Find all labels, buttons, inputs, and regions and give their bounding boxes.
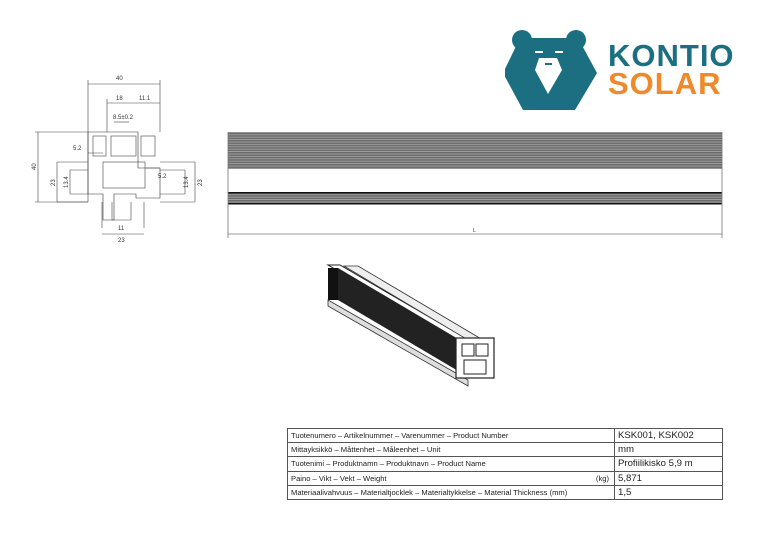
row-label: Mittayksikkö – Måttenhet – Måleenhet – U… — [287, 442, 615, 458]
dim-width-top: 40 — [116, 76, 123, 82]
row-label: Tuotenimi – Produktnamn – Produktnavn – … — [287, 456, 615, 472]
row-value: Profiilikisko 5,9 m — [614, 456, 723, 472]
table-row: Mittayksikkö – Måttenhet – Måleenhet – U… — [287, 442, 723, 458]
dim-13-4-left: 13.4 — [64, 176, 70, 188]
side-view-drawing: L — [227, 132, 723, 238]
cross-section-drawing: 40 18 11.1 8.5±0.2 5.2 5.2 11 23 40 23 1… — [32, 76, 204, 244]
table-row: Tuotenimi – Produktnamn – Produktnavn – … — [287, 456, 723, 472]
logo-text-solar: SOLAR — [608, 66, 722, 101]
length-label: L — [473, 228, 476, 234]
dim-11-1: 11.1 — [139, 96, 151, 102]
dim-23-bottom: 23 — [118, 238, 125, 244]
isometric-profile-drawing — [326, 264, 495, 387]
dim-13-4-right: 13.4 — [184, 176, 190, 188]
dim-11-bottom: 11 — [118, 226, 125, 232]
dim-5-2-left: 5.2 — [73, 146, 82, 152]
row-label: Paino – Vikt – Vekt – Weight — [291, 473, 387, 483]
row-value: 5,871 — [614, 470, 723, 486]
row-unit: (kg) — [595, 473, 609, 483]
row-value: KSK001, KSK002 — [614, 427, 723, 444]
row-label: Materiaalivahvuus – Materialtjocklek – M… — [287, 484, 615, 500]
row-value: mm — [614, 442, 723, 458]
dim-23-left: 23 — [51, 179, 57, 186]
table-row: Paino – Vikt – Vekt – Weight (kg) 5,871 — [287, 470, 723, 486]
dim-5-2-right: 5.2 — [158, 174, 167, 180]
table-row: Materiaalivahvuus – Materialtjocklek – M… — [287, 484, 723, 500]
spec-table: Tuotenumero – Artikelnummer – Varenummer… — [287, 427, 723, 500]
logo-text-kontio: KONTIO — [608, 38, 735, 73]
row-label: Tuotenumero – Artikelnummer – Varenummer… — [287, 427, 615, 444]
dim-height-left: 40 — [32, 163, 38, 170]
dim-slot: 8.5±0.2 — [113, 115, 134, 121]
dim-18: 18 — [116, 96, 123, 102]
dim-23-right: 23 — [198, 179, 204, 186]
row-value: 1,5 — [614, 484, 723, 500]
row-label-cell: Paino – Vikt – Vekt – Weight (kg) — [287, 470, 615, 486]
table-row: Tuotenumero – Artikelnummer – Varenummer… — [287, 427, 723, 444]
bear-logo-icon — [505, 30, 597, 110]
